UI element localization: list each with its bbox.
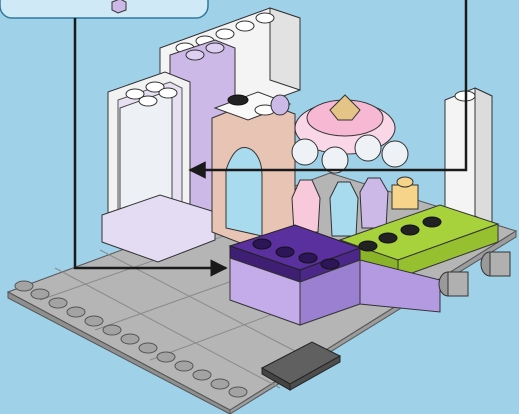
callout-box	[0, 0, 208, 18]
small-lilac-brick-icon	[112, 0, 126, 13]
